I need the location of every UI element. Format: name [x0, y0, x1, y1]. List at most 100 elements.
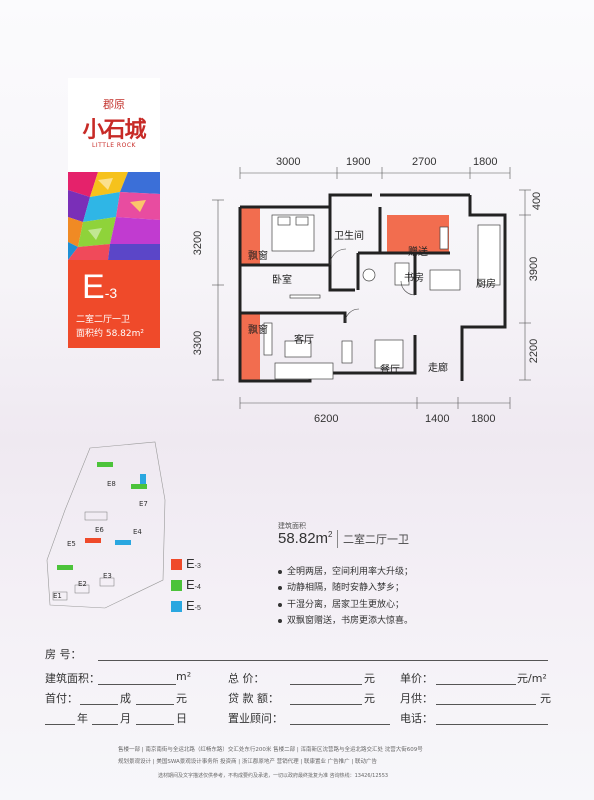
dim-right-2: 3900	[528, 256, 541, 282]
form-down-amount-field[interactable]	[136, 704, 174, 705]
room-bay-window-2: 飘窗	[248, 325, 268, 336]
room-dining: 餐厅	[380, 365, 400, 376]
form-loan-field[interactable]	[290, 704, 362, 705]
form-cheng-unit: 成	[120, 692, 131, 705]
room-living: 客厅	[294, 335, 314, 346]
bullet-icon	[278, 602, 282, 607]
unit-code: E-3	[82, 268, 117, 307]
form-yuan-unit-4: 元	[540, 692, 551, 705]
form-down-field[interactable]	[80, 704, 118, 705]
form-year-label: 年	[77, 712, 88, 725]
room-gift: 赠送	[408, 247, 428, 258]
form-total-label: 总 价：	[228, 672, 265, 685]
form-yuan-unit-3: 元	[364, 692, 375, 705]
summary-area: 58.82m2	[278, 530, 333, 547]
feature-text-2: 动静相隔，随时安静入梦乡；	[287, 583, 405, 593]
form-year-field[interactable]	[45, 724, 75, 725]
footer-line-3: 选材期间及文字描述仅供参考，不构成要约及承诺，一切以政府最终批复为准 咨询热线：…	[158, 773, 389, 779]
form-room-label: 房 号：	[45, 648, 82, 661]
room-bathroom: 卫生间	[334, 231, 364, 242]
form-consultant-label: 置业顾问：	[228, 712, 283, 725]
footer-line-1: 售楼一部 | 南京南街与全运北路（红畅东路）交汇处东行200米 售楼二部 | 浑…	[118, 747, 423, 753]
legend-swatch-e4	[171, 580, 182, 591]
legend-swatch-e5	[171, 601, 182, 612]
room-study: 书房	[404, 273, 424, 284]
unit-info-box: E-3 二室二厅一卫 面积约 58.82m²	[68, 260, 160, 348]
form-build-area-label: 建筑面积：	[45, 672, 100, 685]
floor-plan: 3000 1900 2700 1800 6200 1400 1800 3200 …	[180, 145, 560, 425]
form-unit-price-field[interactable]	[436, 684, 516, 685]
feature-item-4: 双飘窗赠送，书房更添大惊喜。	[278, 613, 413, 626]
summary-area-value: 58.82m	[278, 530, 329, 547]
legend-suffix-e3: -3	[194, 563, 201, 570]
summary-label: 建筑面积	[278, 522, 306, 530]
legend-letter-e5: E	[186, 598, 195, 613]
legend-letter-e4: E	[186, 577, 195, 592]
form-build-area-field[interactable]	[98, 684, 176, 685]
dim-bottom-1: 6200	[314, 413, 339, 425]
site-label-e2: E2	[78, 580, 87, 588]
legend-letter-e3: E	[186, 556, 195, 571]
form-yuan-unit-2: 元	[176, 692, 187, 705]
dim-top-2: 1900	[346, 156, 371, 168]
site-label-e5: E5	[67, 540, 76, 548]
summary-area-sup: 2	[328, 530, 333, 539]
unit-code-suffix: -3	[104, 285, 118, 301]
brand-top-text: 郡原	[103, 98, 125, 111]
room-hallway: 走廊	[428, 363, 448, 374]
brand-logo: 郡原 小石城 LITTLE ROCK	[68, 78, 160, 173]
form-down-label: 首付：	[45, 692, 78, 705]
site-label-e7: E7	[139, 500, 148, 508]
dim-bottom-3: 1800	[471, 413, 496, 425]
feature-item-1: 全明两居，空间利用率大升级；	[278, 564, 413, 577]
form-phone-field[interactable]	[436, 724, 548, 725]
form-day-field[interactable]	[136, 724, 174, 725]
form-day-label: 日	[176, 712, 187, 725]
summary-divider	[337, 530, 338, 548]
site-label-e4: E4	[133, 528, 142, 536]
feature-item-3: 干湿分离，居家卫生更放心；	[278, 597, 404, 610]
dim-top-4: 1800	[473, 156, 498, 168]
bullet-icon	[278, 569, 282, 574]
form-month-field[interactable]	[92, 724, 118, 725]
site-label-e3: E3	[103, 572, 112, 580]
form-month-label: 月	[120, 712, 131, 725]
form-unit-price-label: 单价：	[400, 672, 433, 685]
mosaic-graphic	[68, 172, 160, 260]
form-consultant-field[interactable]	[290, 724, 390, 725]
footer-line-2: 规划景观设计 | 美国SWA景观设计事务所 投资商 | 浙江郡原地产 营销代理 …	[118, 759, 378, 765]
summary-type: 二室二厅一卫	[343, 533, 409, 546]
brand-main-text: 小石城	[82, 117, 146, 143]
form-monthly-label: 月供：	[400, 692, 433, 705]
dim-left-1: 3200	[192, 230, 205, 256]
form-loan-label: 贷 款 额：	[228, 692, 279, 705]
site-label-e6: E6	[95, 526, 104, 534]
legend-label-e4: E-4	[186, 577, 201, 592]
unit-type: 二室二厅一卫	[76, 315, 131, 325]
unit-area: 面积约 58.82m²	[76, 329, 145, 339]
form-monthly-field[interactable]	[436, 704, 536, 705]
site-label-e8: E8	[107, 480, 116, 488]
unit-code-letter: E	[82, 268, 105, 306]
legend-label-e3: E-3	[186, 556, 201, 571]
feature-text-3: 干湿分离，居家卫生更放心；	[287, 600, 405, 610]
form-yuan-m2-unit: 元/m²	[517, 672, 547, 685]
feature-text-1: 全明两居，空间利用率大升级；	[287, 567, 414, 577]
legend-suffix-e4: -4	[194, 584, 201, 591]
form-room-field[interactable]	[98, 660, 548, 661]
form-total-field[interactable]	[290, 684, 362, 685]
form-m2-unit: m²	[176, 670, 192, 683]
form-phone-label: 电话：	[400, 712, 433, 725]
dim-bottom-2: 1400	[425, 413, 450, 425]
room-bay-window-1: 飘窗	[248, 251, 268, 262]
brand-en-text: LITTLE ROCK	[92, 142, 136, 149]
dim-right-3: 2200	[528, 338, 541, 364]
legend-swatch-e3	[171, 559, 182, 570]
legend-label-e5: E-5	[186, 598, 201, 613]
site-map-outline	[46, 441, 166, 609]
floor-plan-drawing	[212, 167, 531, 409]
form-yuan-unit-1: 元	[364, 672, 375, 685]
room-bedroom: 卧室	[272, 275, 292, 286]
dim-right-1: 400	[531, 191, 544, 211]
legend-suffix-e5: -5	[194, 605, 201, 612]
